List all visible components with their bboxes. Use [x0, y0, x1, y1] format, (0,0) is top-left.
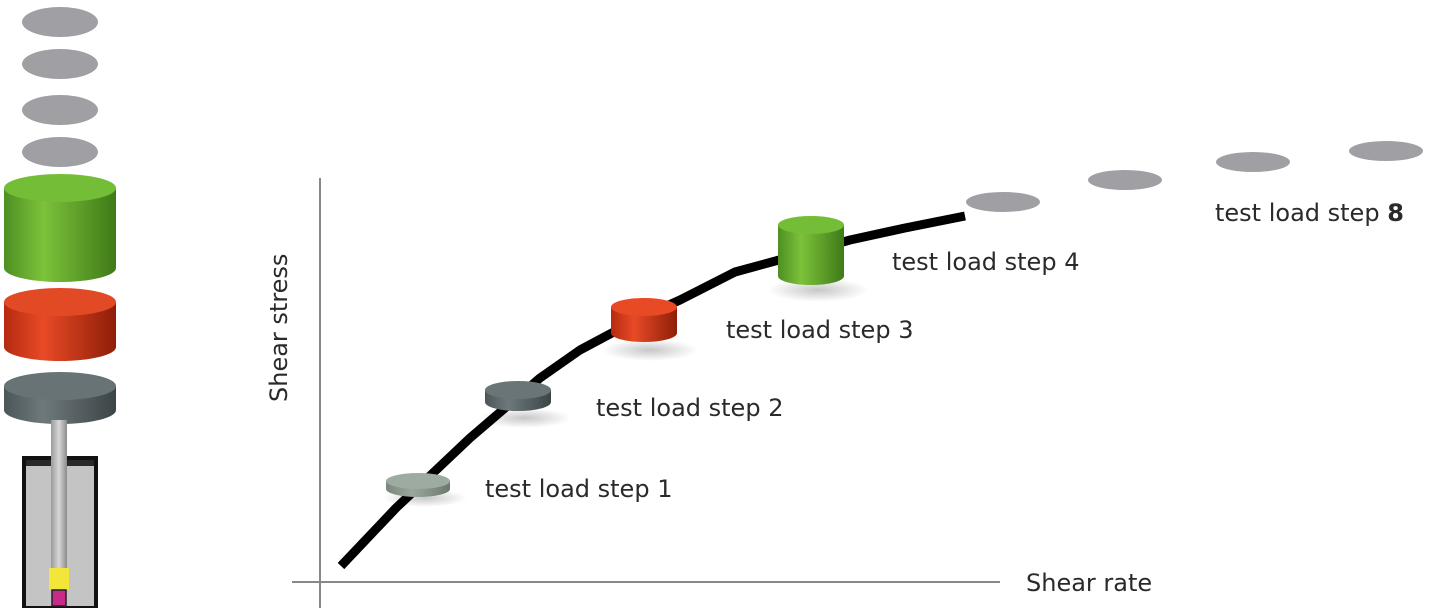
step-8-label: test load step 8 — [1215, 199, 1404, 227]
piston-rod — [51, 420, 67, 568]
step-2-label: test load step 2 — [596, 394, 783, 422]
pending-weight-disc — [22, 95, 98, 125]
red-weight — [4, 288, 116, 361]
step-3-label: test load step 3 — [726, 316, 913, 344]
pending-weight-disc — [22, 49, 98, 79]
outlet-nozzle — [51, 589, 67, 607]
green-weight — [4, 174, 116, 282]
pending-step-8-disc — [1349, 141, 1423, 161]
step-4-weight — [768, 216, 868, 302]
y-axis-label: Shear stress — [265, 254, 293, 402]
step-1-weight — [383, 473, 467, 507]
step-2-weight — [479, 381, 571, 428]
step-4-label: test load step 4 — [892, 248, 1079, 276]
pending-step-7-disc — [1216, 152, 1290, 172]
sample-zone — [49, 568, 69, 590]
pending-step-6-disc — [1088, 170, 1162, 190]
apparatus-stack — [4, 7, 116, 608]
pending-weight-disc — [22, 137, 98, 167]
x-axis-label: Shear rate — [1026, 569, 1152, 597]
flow-curve — [337, 211, 966, 570]
step-3-weight — [602, 298, 698, 361]
pending-step-5-disc — [966, 192, 1040, 212]
dark-weight — [4, 372, 116, 424]
step-1-label: test load step 1 — [485, 475, 672, 503]
pending-weight-disc — [22, 7, 98, 37]
